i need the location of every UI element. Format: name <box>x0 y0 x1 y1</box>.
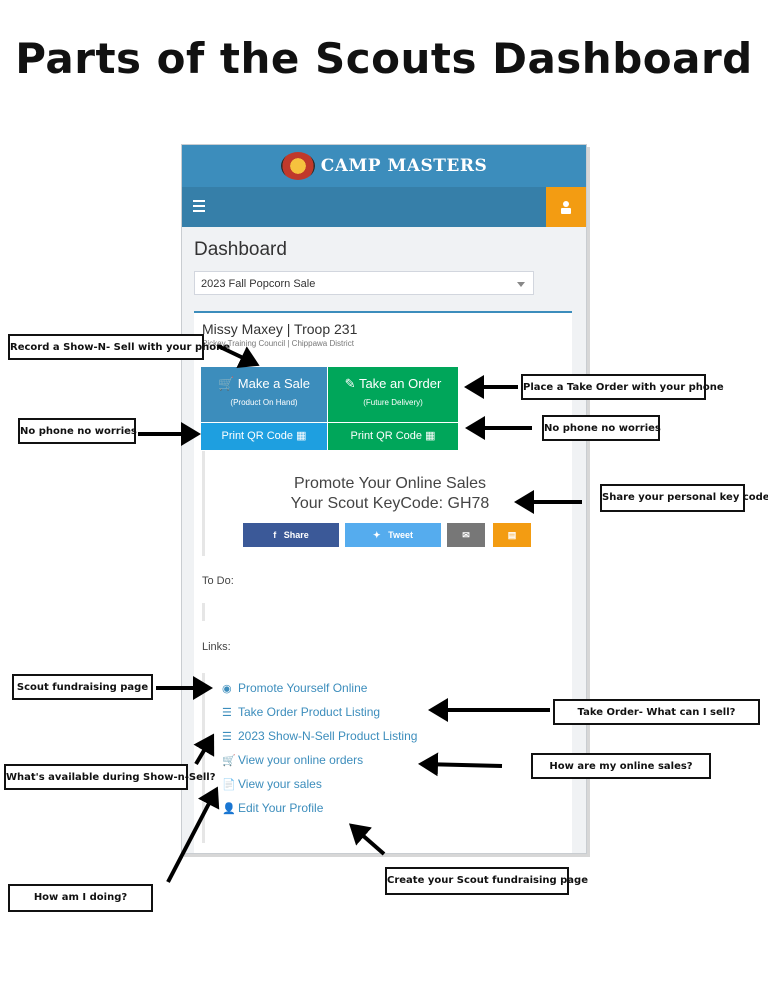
sale-select[interactable]: 2023 Fall Popcorn Sale <box>194 271 534 295</box>
link-view-sales[interactable]: 📄View your sales <box>222 777 322 791</box>
files-icon: 📄 <box>222 779 236 791</box>
todo-divider <box>202 603 205 621</box>
cart-icon: 🛒 <box>222 755 236 767</box>
annotation-whats-available: What's available during Show-n-Sell? <box>4 764 216 790</box>
annotation-no-phone-left: No phone no worries <box>18 418 137 444</box>
annotation-share-key-code: Share your personal key code <box>600 484 768 512</box>
nav-bar <box>182 187 586 227</box>
annotation-no-phone-right: No phone no worries <box>542 415 661 441</box>
app-header: CAMP MASTERS <box>182 145 586 187</box>
annotation-record-show-n-sell: Record a Show-N- Sell with your phone <box>8 334 230 360</box>
link-promote-yourself[interactable]: ◉ Promote Yourself Online <box>222 681 367 695</box>
link-show-n-sell-listing[interactable]: ☰ 2023 Show-N-Sell Product Listing <box>222 729 417 743</box>
take-order-label: Take an Order <box>358 376 442 391</box>
user-lock-icon <box>561 201 571 214</box>
basket-icon: 🛒 <box>217 376 235 391</box>
scout-keycode: Your Scout KeyCode: GH78 <box>290 495 490 512</box>
print-qr-sale-label: Print QR Code <box>221 430 294 442</box>
chevron-down-icon <box>517 282 525 287</box>
qr-icon: ▦ <box>296 430 307 442</box>
link-take-order-listing[interactable]: ☰ Take Order Product Listing <box>222 705 380 719</box>
list-icon: ☰ <box>222 731 232 743</box>
envelope-icon: ✉ <box>462 530 470 540</box>
print-qr-sale-button[interactable]: Print QR Code ▦ <box>201 423 327 450</box>
sale-select-value: 2023 Fall Popcorn Sale <box>201 278 316 290</box>
dashboard-title: Dashboard <box>194 239 287 260</box>
globe-icon: ◉ <box>222 683 232 695</box>
links-label: Links: <box>202 641 231 653</box>
facebook-share-button[interactable]: f Share <box>243 523 339 547</box>
user-icon: 👤 <box>222 803 236 815</box>
annotation-place-take-order: Place a Take Order with your phone <box>521 374 724 400</box>
annotation-take-order-what: Take Order- What can I sell? <box>553 699 760 725</box>
todo-label: To Do: <box>202 575 234 587</box>
message-icon: ▤ <box>507 530 517 540</box>
facebook-share-label: Share <box>283 530 309 540</box>
brand-name: CAMP MASTERS <box>320 156 488 176</box>
twitter-icon: ✦ <box>373 530 381 540</box>
annotation-create-fundraising-page: Create your Scout fundraising page <box>385 867 588 895</box>
promo-heading: Promote Your Online Sales <box>293 475 487 492</box>
annotation-online-sales: How are my online sales? <box>531 753 711 779</box>
twitter-share-label: Tweet <box>388 530 413 540</box>
print-qr-order-button[interactable]: Print QR Code ▦ <box>328 423 458 450</box>
take-order-sublabel: (Future Delivery) <box>363 398 423 407</box>
take-order-button[interactable]: ✎ Take an Order (Future Delivery) <box>328 367 458 422</box>
email-share-button[interactable]: ✉ <box>447 523 485 547</box>
hamburger-menu-icon[interactable] <box>193 200 205 212</box>
link-label: Edit Your Profile <box>238 801 324 815</box>
annotation-how-am-i-doing: How am I doing? <box>8 884 153 912</box>
print-qr-order-label: Print QR Code <box>350 430 423 442</box>
link-label: Promote Yourself Online <box>238 681 368 695</box>
camp-masters-logo-icon <box>280 152 315 180</box>
make-sale-label: Make a Sale <box>237 376 311 391</box>
make-sale-sublabel: (Product On Hand) <box>230 398 298 407</box>
promo-section: Promote Your Online Sales Your Scout Key… <box>202 451 535 556</box>
phone-screenshot: CAMP MASTERS Dashboard 2023 Fall Popcorn… <box>181 144 587 854</box>
sms-share-button[interactable]: ▤ <box>493 523 531 547</box>
link-label: View your online orders <box>238 753 364 767</box>
link-label: Take Order Product Listing <box>238 705 381 719</box>
annotation-scout-fundraising-page: Scout fundraising page <box>12 674 153 700</box>
facebook-icon: f <box>273 530 277 540</box>
scout-name: Missy Maxey | Troop 231 <box>202 321 358 337</box>
link-online-orders[interactable]: 🛒View your online orders <box>222 753 363 767</box>
user-menu-button[interactable] <box>546 187 586 227</box>
qr-icon: ▦ <box>425 430 436 442</box>
link-edit-profile[interactable]: 👤Edit Your Profile <box>222 801 323 815</box>
make-sale-button[interactable]: 🛒 Make a Sale (Product On Hand) <box>201 367 327 422</box>
scout-card: Missy Maxey | Troop 231 Pickey Training … <box>194 311 572 853</box>
twitter-share-button[interactable]: ✦ Tweet <box>345 523 441 547</box>
edit-icon: ✎ <box>344 376 356 391</box>
link-label: View your sales <box>238 777 322 791</box>
list-icon: ☰ <box>222 707 232 719</box>
links-divider <box>202 673 205 843</box>
council-district: Pickey Training Council | Chippawa Distr… <box>202 339 354 348</box>
page-title: Parts of the Scouts Dashboard <box>15 34 753 83</box>
link-label: 2023 Show-N-Sell Product Listing <box>238 729 418 743</box>
